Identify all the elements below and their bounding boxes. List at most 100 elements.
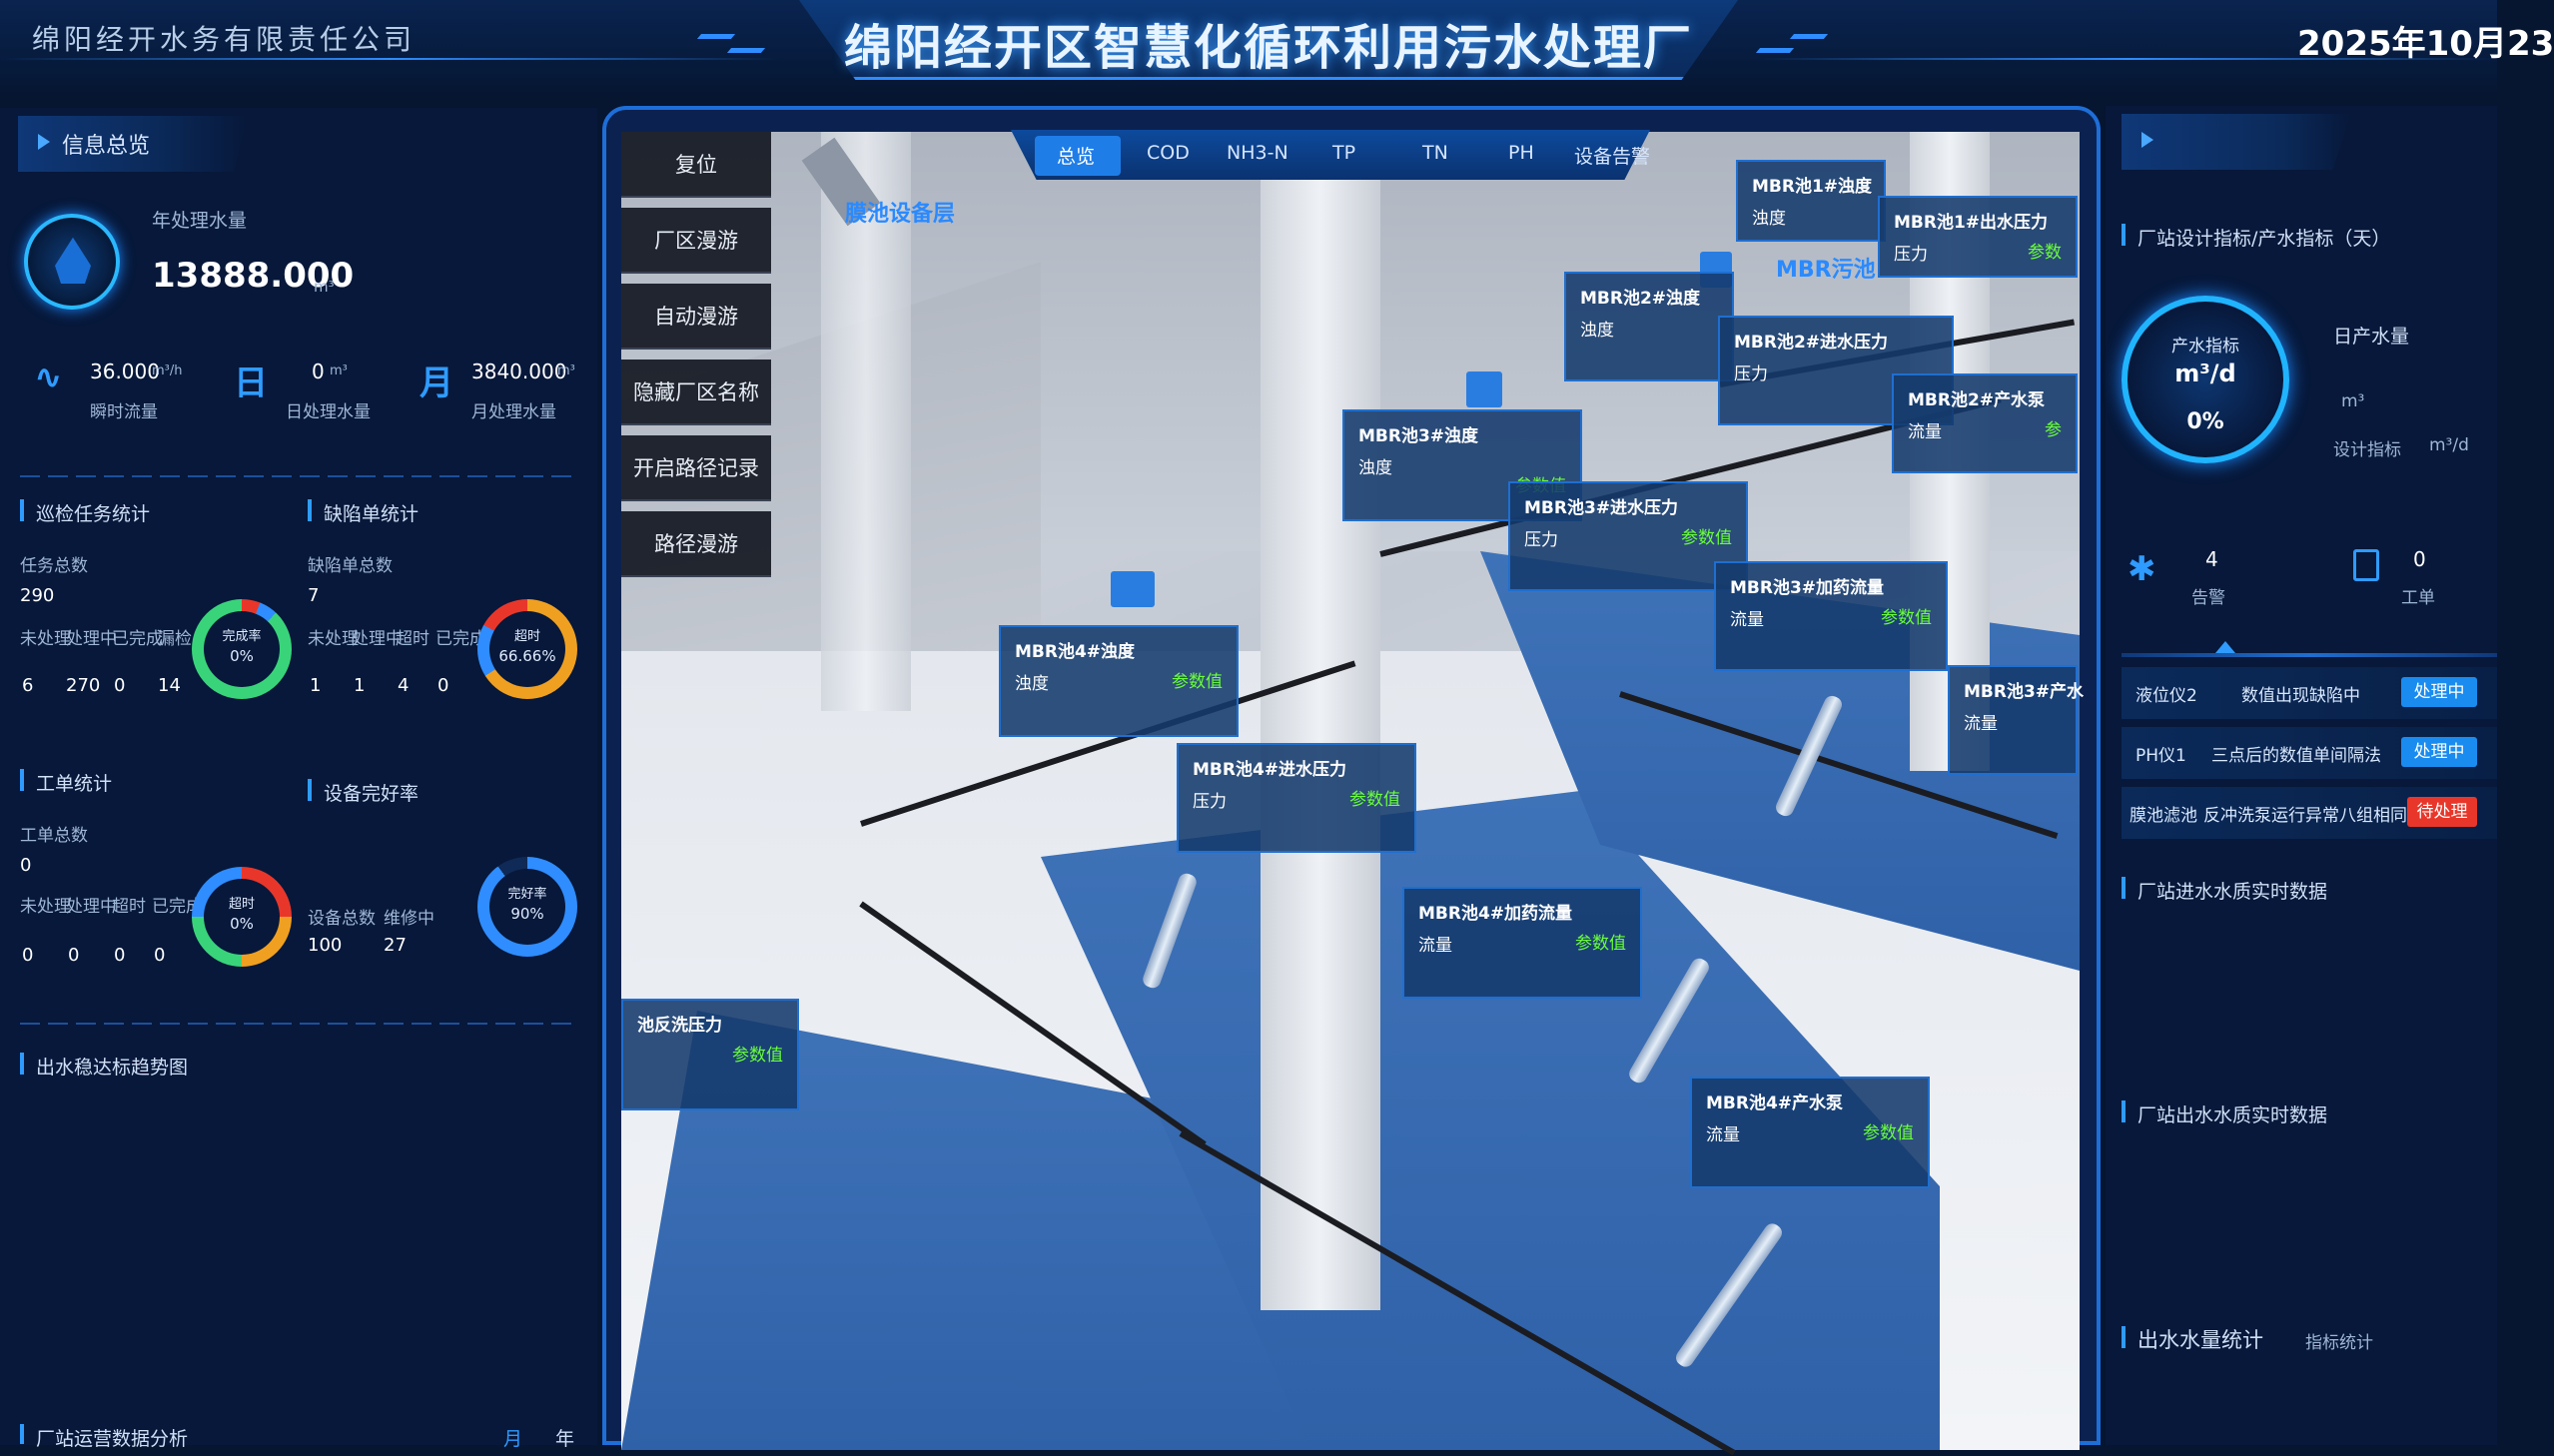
arrow-icon [38,134,50,150]
equip-col: 维修中 [384,909,434,929]
sensor-card[interactable]: 池反洗压力 参数值 [621,999,799,1110]
card-value: 参数值 [1172,672,1223,692]
auto-roam-button[interactable]: 自动漫游 [621,284,771,350]
reset-button[interactable]: 复位 [621,132,771,198]
section-marker [2122,1100,2126,1122]
workorder-val: 0 [154,945,166,966]
water-drop-icon [24,214,120,310]
tab-overview[interactable]: 总览 [1057,146,1096,168]
month-icon: 月 [420,364,453,403]
defect-val: 1 [310,675,322,696]
trend-title: 出水稳达标趋势图 [36,1057,189,1079]
sensor-card[interactable]: MBR池4#加药流量 流量 参数值 [1402,887,1642,999]
design-unit: m³/d [2429,435,2469,455]
workorder-val: 0 [114,945,126,966]
card-value: 参 [2045,420,2062,440]
sensor-card[interactable]: MBR池1#出水压力 压力 参数 [1878,196,2078,278]
card-title: MBR池3#产水 [1964,682,2085,702]
tab-device-alarm[interactable]: 设备告警 [1574,146,1651,168]
defect-val: 1 [354,675,366,696]
sensor-card[interactable]: MBR池2#产水泵 流量 参 [1892,373,2078,473]
day-icon: 日 [234,364,268,403]
card-title: MBR池4#进水压力 [1193,760,1347,780]
equip-col: 设备总数 [308,909,376,929]
card-label: 压力 [1193,792,1227,812]
sensor-card[interactable]: MBR池1#浊度 浊度 [1736,160,1886,242]
sensor-card[interactable]: MBR池2#浊度 浊度 [1564,272,1734,381]
page-title: 绵阳经开区智慧化循环利用污水处理厂 [843,20,1693,76]
tab-cod[interactable]: COD [1147,142,1190,164]
workorder-total-value: 0 [20,855,32,876]
daily-output-label: 日产水量 [2333,326,2410,348]
sensor-card[interactable]: MBR池4#浊度 浊度 参数值 [999,625,1239,737]
output-stat-title: 出水水量统计 [2137,1328,2263,1352]
card-value: 参数值 [1349,790,1400,810]
card-value: 参数 [2028,243,2062,263]
status-badge[interactable]: 处理中 [2401,737,2477,767]
hide-names-button[interactable]: 隐藏厂区名称 [621,360,771,425]
workorder-col: 处理中 [66,897,117,917]
defect-title: 缺陷单统计 [324,503,420,525]
sensor-card[interactable]: MBR池3#产水 流量 [1948,665,2084,775]
pillar-2 [821,132,911,711]
tab-tn[interactable]: TN [1422,142,1448,164]
event-divider [2122,653,2497,657]
info-title: 信息总览 [62,134,151,159]
defect-ring: 超时 66.66% [477,599,577,699]
status-badge[interactable]: 待处理 [2407,797,2477,827]
equip-ring: 完好率 90% [477,857,577,957]
output-stat-sub[interactable]: 指标统计 [2305,1333,2373,1353]
equip-title: 设备完好率 [324,783,420,805]
section-marker [2122,877,2126,899]
header-line-right [1758,58,2497,60]
equip-ring-value: 90% [510,905,544,923]
sensor-card[interactable]: MBR池4#进水压力 压力 参数值 [1177,743,1416,853]
tab-month[interactable]: 月 [503,1428,523,1450]
defect-ring-value: 66.66% [498,647,556,665]
company-name: 绵阳经开水务有限责任公司 [32,23,417,56]
card-title: MBR池2#浊度 [1580,289,1701,309]
card-label: 流量 [1706,1125,1740,1145]
monthly-unit: m³ [557,364,575,378]
path-record-button[interactable]: 开启路径记录 [621,435,771,501]
tab-tp[interactable]: TP [1332,142,1356,164]
tab-ph[interactable]: PH [1508,142,1534,164]
task-ring-value: 0% [230,647,254,665]
info-title-bar [18,116,248,172]
card-title: 池反洗压力 [637,1016,722,1036]
tab-nh3n[interactable]: NH3-N [1227,142,1288,164]
equip-val: 100 [308,935,343,956]
header-line-left [0,58,779,60]
alarm-count: 4 [2205,547,2218,571]
plan-title: 厂站设计指标/产水指标（天） [2137,228,2391,250]
roam-button[interactable]: 厂区漫游 [621,208,771,274]
defect-ring-label: 超时 [513,629,540,644]
card-title: MBR池2#产水泵 [1908,390,2046,410]
annual-value: 13888.000 [152,256,355,296]
event-desc: 反冲洗泵运行异常八组相同 [2203,806,2407,826]
path-roam-button[interactable]: 路径漫游 [621,511,771,577]
ring-label: 产水指标 [2171,337,2239,357]
task-total-label: 任务总数 [20,556,88,576]
sensor-card[interactable]: MBR池4#产水泵 流量 参数值 [1690,1077,1930,1188]
title-wing-right [1748,30,1848,70]
title-wing-left [689,30,789,70]
status-badge[interactable]: 处理中 [2401,677,2477,707]
divider [20,475,574,477]
event-desc: 数值出现缺陷中 [2241,686,2360,706]
defect-total-value: 7 [308,585,320,606]
task-col: 处理中 [66,629,117,649]
equip-val: 27 [384,935,407,956]
tab-year[interactable]: 年 [555,1428,575,1450]
event-device: PH仪1 [2135,746,2186,766]
card-label: 浊度 [1580,321,1614,341]
task-col: 已完成 [112,629,163,649]
sensor-card[interactable]: MBR池3#进水压力 压力 参数值 [1508,481,1748,591]
sensor-card[interactable]: MBR池2#进水压力 压力 [1718,316,1954,425]
sensor-card[interactable]: MBR池3#加药流量 流量 参数值 [1714,561,1948,671]
card-label: 流量 [1730,610,1764,630]
inflow-title: 厂站进水水质实时数据 [2137,881,2328,903]
workorder-total-label: 工单总数 [20,826,88,846]
card-title: MBR池3#浊度 [1358,426,1479,446]
area-label: MBR污池 [1776,258,1876,283]
